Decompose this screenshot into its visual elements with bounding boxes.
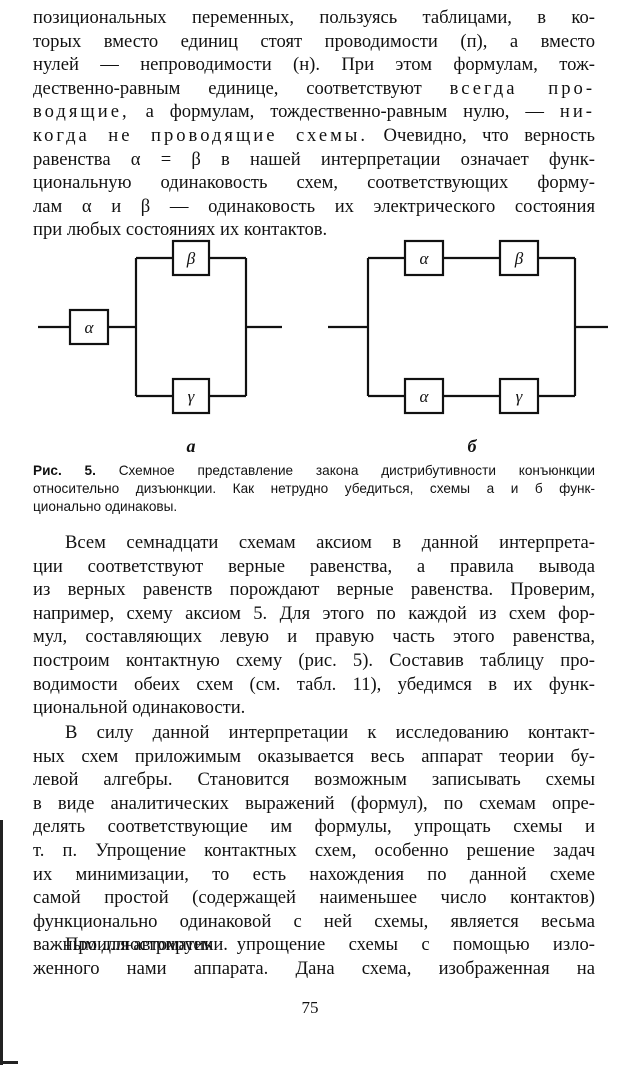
contact-box-alpha [403,377,445,415]
text-fragment: Очевидно, что верность [383,124,595,146]
paragraph-3: В силу данной интерпретации к исследован… [33,721,595,957]
caption-line: Рис. 5. Схемное представление закона дис… [33,462,595,480]
text-line: построим контактную схему (рис. 5). Сост… [33,649,595,671]
text-line: равенства α = β в нашей интерпретации оз… [33,148,595,170]
text-line: когда не проводящие схемы. Очевидно, что… [33,124,595,148]
paragraph-1: позициональных переменных, пользуясь таб… [33,6,595,242]
scan-edge-mark [0,1061,18,1064]
contact-box-gamma [171,377,211,415]
text-line: мул, составляющих левую и правую часть э… [33,626,595,648]
text-line: циональной одинаковости. [33,697,246,719]
text-line: Проиллюстрируем упрощение схемы с помощь… [65,934,595,955]
text-line: нулей — непроводимости (н). При этом фор… [33,54,595,76]
text-fragment: дественно-равным единице, соответствуют [33,77,422,99]
text-line: при любых состояниях их контактов. [33,219,328,241]
text-line: В силу данной интерпретации к исследован… [65,722,595,743]
text-line: циональную одинаковость схем, соответств… [33,172,595,194]
contact-label: β [186,249,196,268]
paragraph-2: Всем семнадцати схемам аксиом в данной и… [33,531,595,720]
scan-edge-mark [0,820,3,1065]
spaced-emphasis: ни- [559,101,595,123]
spaced-emphasis: водящие, [33,101,130,123]
caption-line: относительно дизъюнкции. Как нетрудно уб… [33,481,595,496]
spaced-emphasis: когда не проводящие схемы. [33,124,369,146]
text-line: позициональных переменных, пользуясь таб… [33,7,595,28]
figure-sublabel-b: б [468,436,478,456]
text-fragment: а формулам, тождественно-равным нулю, — [145,101,544,123]
text-line: из верных равенств порождают верные раве… [33,579,595,601]
text-line: лам α и β — одинаковость их электрическо… [33,195,595,217]
text-line: дественно-равным единице, соответствуют … [33,77,595,101]
text-line: левой алгебры. Становится возможным запи… [33,769,595,791]
contact-label: α [420,387,430,406]
text-line: в виде аналитических выражений (формул),… [33,792,595,814]
text-line: Всем семнадцати схемам аксиом в данной и… [65,532,595,553]
text-line: делять соответствующие им формулы, упрощ… [33,816,595,838]
text-line: важным для автоматики. [33,934,228,956]
contact-label: α [420,249,430,268]
caption-label: Рис. 5. [33,463,96,478]
text-line: т. п. Упрощение контактных схем, особенн… [33,839,595,861]
figure-caption: Рис. 5. Схемное представление закона дис… [33,462,595,516]
text-line: ных схем приложимым оказывается весь апп… [33,745,595,767]
caption-line: ционально одинаковы. [33,499,178,514]
text-line: женного нами аппарата. Дана схема, изобр… [33,957,595,979]
text-line: например, схему аксиом 5. Для этого по к… [33,602,595,624]
contact-box-gamma [498,377,540,415]
contact-box-beta [498,239,540,277]
caption-text: Схемное представление закона дистрибутив… [118,463,596,478]
contact-box-alpha [68,308,110,346]
paragraph-4: Проиллюстрируем упрощение схемы с помощь… [33,933,595,980]
contact-label: β [514,249,524,268]
contact-label: γ [188,387,196,406]
contact-label: γ [516,387,524,406]
text-line: их минимизации, то есть нахождения по да… [33,863,595,885]
text-line: функционально одинаковой с ней схемы, яв… [33,910,595,932]
contact-box-alpha [403,239,445,277]
spaced-emphasis: всегда про- [449,77,595,99]
text-line: ции соответствуют верные равенства, а пр… [33,555,595,577]
circuit-figure: α β γ α β α γ а б [38,239,608,456]
text-line: водящие, а формулам, тождественно-равным… [33,100,595,124]
circuit-b-wires [328,256,608,398]
figure-sublabel-a: а [187,436,196,456]
contact-box-beta [171,239,211,277]
text-line: водимости обеих схем (см. табл. 11), убе… [33,673,595,695]
circuit-a-wires [38,256,282,398]
text-line: самой простой (содержащей наименьшее чис… [33,887,595,909]
page-number: 75 [301,998,319,1017]
contact-label: α [85,318,95,337]
text-line: торых вместо единиц стоят проводимости (… [33,30,595,52]
